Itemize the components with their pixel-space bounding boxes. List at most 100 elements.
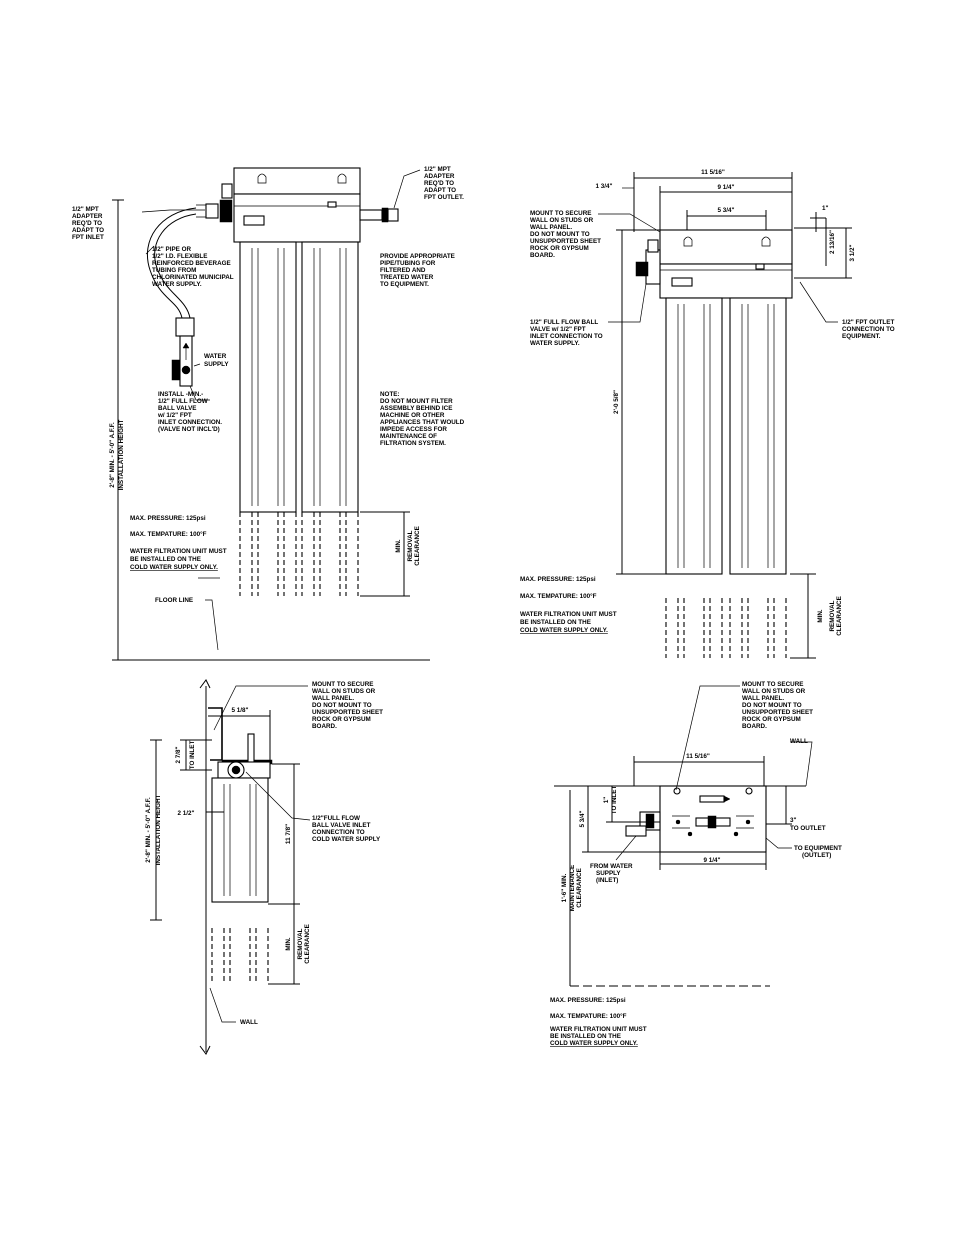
svg-text:FILTERED AND: FILTERED AND [380, 267, 426, 274]
svg-text:CONNECTION TO: CONNECTION TO [312, 829, 365, 836]
svg-text:DO NOT MOUNT FILTER: DO NOT MOUNT FILTER [380, 398, 453, 405]
top-dim-5-3: 5 3/4" [579, 810, 586, 827]
top-dim-1: 1" [603, 797, 610, 804]
svg-text:WATER FILTRATION UNIT MUST: WATER FILTRATION UNIT MUST [130, 548, 227, 555]
svg-text:BOARD.: BOARD. [530, 252, 555, 259]
right-dim-holes: 5 3/4" [718, 207, 735, 214]
svg-text:BOARD.: BOARD. [312, 723, 337, 730]
side-to-inlet: TO INLET [189, 741, 196, 770]
front-cold-water-note: WATER FILTRATION UNIT MUST BE INSTALLED … [130, 548, 227, 571]
svg-text:ROCK OR GYPSUM: ROCK OR GYPSUM [742, 716, 801, 723]
svg-text:1/2" I.D. FLEXIBLE: 1/2" I.D. FLEXIBLE [152, 253, 207, 260]
svg-text:BE INSTALLED ON THE: BE INSTALLED ON THE [130, 556, 201, 563]
svg-text:ADAPTER: ADAPTER [424, 173, 455, 180]
svg-text:WATER SUPPLY.: WATER SUPPLY. [152, 281, 202, 288]
svg-text:PIPE/TUBING FOR: PIPE/TUBING FOR [380, 260, 436, 267]
svg-text:DO NOT MOUNT TO: DO NOT MOUNT TO [742, 702, 802, 709]
svg-text:DO NOT MOUNT TO: DO NOT MOUNT TO [312, 702, 372, 709]
svg-text:TO EQUIPMENT: TO EQUIPMENT [794, 845, 842, 852]
svg-text:FPT INLET: FPT INLET [72, 234, 104, 241]
svg-text:(VALVE NOT INCL'D): (VALVE NOT INCL'D) [158, 426, 220, 433]
front-floor-line: FLOOR LINE [155, 597, 193, 604]
svg-text:MOUNT TO SECURE: MOUNT TO SECURE [742, 681, 803, 688]
svg-text:WATER FILTRATION UNIT MUST: WATER FILTRATION UNIT MUST [550, 1026, 647, 1033]
svg-text:MOUNT TO SECURE: MOUNT TO SECURE [530, 210, 591, 217]
svg-text:SUPPLY: SUPPLY [596, 870, 621, 877]
svg-text:DO NOT MOUNT TO: DO NOT MOUNT TO [530, 231, 590, 238]
side-min: MIN. [285, 937, 292, 951]
svg-text:REQ'D TO: REQ'D TO [424, 180, 454, 187]
front-note: NOTE: DO NOT MOUNT FILTER ASSEMBLY BEHIN… [380, 391, 465, 447]
svg-text:EQUIPMENT.: EQUIPMENT. [842, 333, 881, 340]
top-max-temp: MAX. TEMPATURE: 100°F [550, 1012, 627, 1020]
svg-text:UNSUPPORTED SHEET: UNSUPPORTED SHEET [312, 709, 383, 716]
svg-text:UNSUPPORTED SHEET: UNSUPPORTED SHEET [530, 238, 601, 245]
svg-text:REQ'D TO: REQ'D TO [72, 220, 102, 227]
svg-text:WALL ON STUDS OR: WALL ON STUDS OR [530, 217, 594, 224]
svg-text:COLD WATER SUPPLY ONLY.: COLD WATER SUPPLY ONLY. [520, 627, 608, 634]
right-dim-3-5: 3 1/2" [849, 244, 856, 261]
top-mount-note: MOUNT TO SECURE WALL ON STUDS OR WALL PA… [742, 681, 813, 730]
side-mount-note: MOUNT TO SECURE WALL ON STUDS OR WALL PA… [312, 681, 383, 730]
right-dim-height: 2'-0 5/8" [613, 390, 620, 414]
top-to-equipment: TO EQUIPMENT (OUTLET) [794, 845, 842, 859]
svg-text:1/2" MPT: 1/2" MPT [424, 166, 451, 173]
svg-text:CONNECTION TO: CONNECTION TO [842, 326, 895, 333]
svg-text:INLET CONNECTION.: INLET CONNECTION. [158, 419, 222, 426]
front-install-height: 2'-8" MIN. - 5'-0" A.F.F. [109, 422, 116, 488]
svg-text:MACHINE OR OTHER: MACHINE OR OTHER [380, 412, 445, 419]
side-dim-inlet: 2 7/8" [175, 746, 182, 763]
side-install-height: 2'-8" MIN. - 5'-0" A.F.F. [145, 797, 152, 863]
svg-text:(INLET): (INLET) [596, 877, 618, 884]
svg-text:BE INSTALLED ON THE: BE INSTALLED ON THE [520, 619, 591, 626]
front-view: 2'-8" MIN. - 5'-0" A.F.F. INSTALLATION H… [72, 166, 465, 661]
svg-text:ADAPT TO: ADAPT TO [424, 187, 456, 194]
svg-text:BOARD.: BOARD. [742, 723, 767, 730]
right-view: 11 5/16" 9 1/4" 1 3/4" 5 3/4" 1" 2 13/16… [520, 169, 895, 659]
svg-text:ADAPTER: ADAPTER [72, 213, 103, 220]
top-dim-3: 3" [790, 817, 797, 824]
svg-text:MOUNT TO SECURE: MOUNT TO SECURE [312, 681, 373, 688]
svg-text:SUPPLY: SUPPLY [204, 361, 229, 368]
svg-text:WALL PANEL.: WALL PANEL. [530, 224, 572, 231]
svg-text:INSTALL -MIN.-: INSTALL -MIN.- [158, 391, 203, 398]
front-clearance: CLEARANCE [414, 526, 421, 566]
right-max-temp: MAX. TEMPATURE: 100°F [520, 592, 597, 600]
svg-text:ADAPT TO: ADAPT TO [72, 227, 104, 234]
svg-text:1/2" FULL FLOW: 1/2" FULL FLOW [158, 398, 208, 405]
top-view: WALL 11 5/16" 1" T [550, 681, 842, 1047]
svg-text:UNSUPPORTED SHEET: UNSUPPORTED SHEET [742, 709, 813, 716]
front-adapter-inlet-note: 1/2" MPT ADAPTER REQ'D TO ADAPT TO FPT I… [72, 206, 104, 241]
right-mount-note: MOUNT TO SECURE WALL ON STUDS OR WALL PA… [530, 210, 601, 259]
front-water-supply: WATER SUPPLY [204, 353, 229, 368]
top-dim-width: 11 5/16" [686, 753, 710, 760]
front-adapter-outlet-note: 1/2" MPT ADAPTER REQ'D TO ADAPT TO FPT O… [424, 166, 464, 201]
svg-text:CHLORINATED MUNICIPAL: CHLORINATED MUNICIPAL [152, 274, 234, 281]
svg-text:TREATED WATER: TREATED WATER [380, 274, 434, 281]
svg-text:1/2" PIPE OR: 1/2" PIPE OR [152, 246, 191, 253]
side-removal: REMOVAL [297, 928, 304, 959]
svg-text:WALL PANEL.: WALL PANEL. [742, 695, 784, 702]
svg-text:ASSEMBLY BEHIND ICE: ASSEMBLY BEHIND ICE [380, 405, 452, 412]
top-maint-1: 1'-6" MIN. [561, 873, 568, 902]
svg-text:1/2" FPT OUTLET: 1/2" FPT OUTLET [842, 319, 894, 326]
svg-text:TO EQUIPMENT.: TO EQUIPMENT. [380, 281, 429, 288]
front-min: MIN. [395, 539, 402, 553]
svg-text:MAINTENANCE OF: MAINTENANCE OF [380, 433, 437, 440]
front-valve-note: INSTALL -MIN.- 1/2" FULL FLOW BALL VALVE… [157, 391, 222, 433]
side-dim-height: 11 7/8" [285, 824, 292, 844]
svg-text:COLD WATER SUPPLY ONLY.: COLD WATER SUPPLY ONLY. [550, 1040, 638, 1047]
side-wall-label: WALL [240, 1019, 258, 1026]
svg-text:FILTRATION SYSTEM.: FILTRATION SYSTEM. [380, 440, 446, 447]
side-dim-depth: 5 1/8" [232, 707, 249, 714]
right-ball-valve-note: 1/2" FULL FLOW BALL VALVE w/ 1/2" FPT IN… [530, 319, 603, 347]
svg-text:NOTE:: NOTE: [380, 391, 400, 398]
top-dim-9-1: 9 1/4" [704, 857, 721, 864]
top-maint-3: CLEARANCE [576, 868, 583, 908]
svg-text:REINFORCED BEVERAGE: REINFORCED BEVERAGE [152, 260, 231, 267]
top-max-pressure: MAX. PRESSURE: 125psi [550, 997, 626, 1004]
front-removal: REMOVAL [407, 530, 414, 561]
svg-text:WALL ON STUDS OR: WALL ON STUDS OR [742, 688, 806, 695]
svg-text:TUBING FROM: TUBING FROM [152, 267, 196, 274]
right-dim-offset: 1 3/4" [596, 183, 613, 190]
